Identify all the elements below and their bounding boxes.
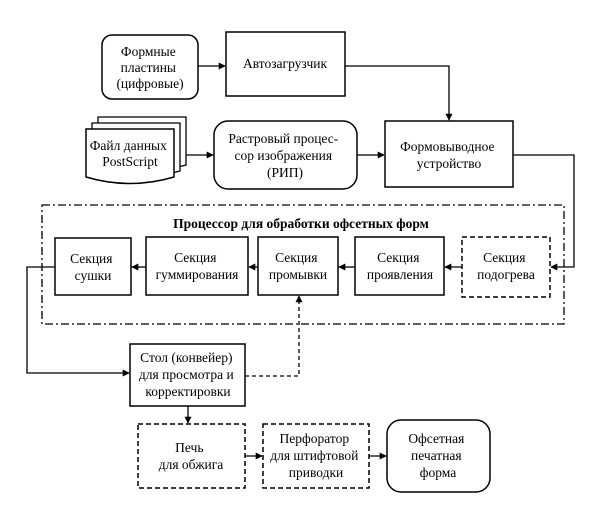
preheat-label: Секция подогрева: [477, 250, 535, 282]
platesetter-label: Формовыводное устройство: [400, 139, 498, 171]
arrow-table-washing-dashed: [245, 295, 303, 377]
oven-box: [137, 423, 246, 489]
punch-label: Перфоратор для штифтовой приводки: [270, 431, 362, 480]
drying-label: Секция сушки: [70, 251, 116, 283]
preheat-box: [461, 236, 551, 298]
developing-label: Секция проявления: [367, 250, 433, 282]
gumming-label: Секция гуммирования: [156, 250, 239, 282]
autoloader-box: [225, 31, 346, 97]
datafile-doc: [85, 128, 175, 185]
gumming-box: [145, 236, 249, 296]
arrow-drying-table: [26, 266, 130, 377]
washing-label: Секция промывки: [269, 250, 327, 282]
platesetter-box: [384, 120, 514, 188]
plates-box: [101, 34, 199, 100]
processor-title: Процессор для обработки офсетных форм: [173, 216, 429, 231]
developing-box: [354, 236, 445, 296]
processor-frame: [41, 204, 565, 325]
oven-label: Печь для обжига: [159, 440, 224, 472]
washing-box: [257, 236, 339, 296]
offset-label: Офсетная печатная форма: [408, 431, 467, 480]
autoloader-label: Автозагрузчик: [243, 56, 328, 71]
plates-label: Формные пластины (цифровые): [116, 44, 183, 91]
arrow-platesetter-preheat: [513, 154, 575, 271]
drying-box: [54, 237, 132, 296]
rip-label: Растровый процес- сор изображения (РИП): [228, 131, 341, 180]
offset-box: [386, 419, 491, 493]
datafile-label: Файл данных PostScript: [90, 138, 171, 169]
table-label: Стол (конвейер) для просмотра и корректи…: [139, 350, 237, 399]
arrow-autoloader-platesetter: [345, 65, 453, 121]
